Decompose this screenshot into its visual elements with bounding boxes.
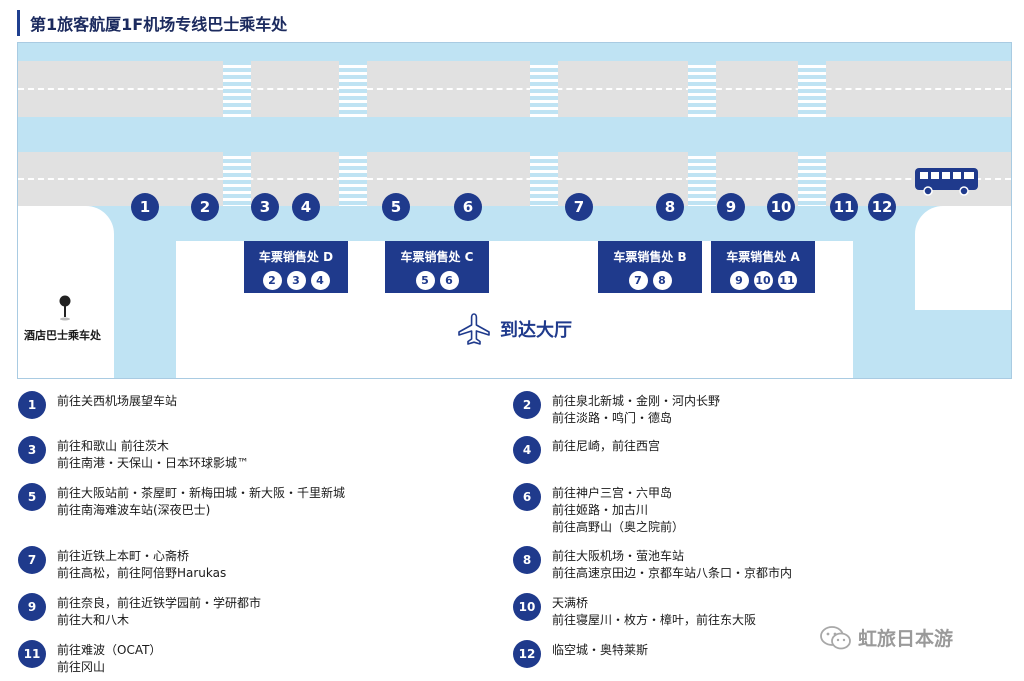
legend-line: 前往冈山: [57, 660, 106, 674]
bus-stop-marker: 12: [868, 193, 896, 221]
lane-divider-lower: [18, 178, 1011, 180]
ticket-office-c: 车票销售处 C 5 6: [385, 241, 489, 293]
ticket-office-label: 车票销售处 D: [258, 250, 334, 264]
crosswalk: [530, 61, 558, 117]
legend-line: 天满桥: [552, 596, 589, 610]
crosswalk: [688, 61, 716, 117]
title-accent-bar: [17, 10, 20, 36]
crosswalk: [223, 61, 251, 117]
legend-line: 临空城・奥特莱斯: [552, 643, 649, 657]
right-area: [915, 206, 1011, 310]
bus-stop-marker: 5: [382, 193, 410, 221]
left-area: [18, 206, 114, 378]
bus-stop-marker: 6: [454, 193, 482, 221]
legend-line: 前往泉北新城・金刚・河内长野: [552, 394, 721, 408]
legend-line: 前往大和八木: [57, 613, 130, 627]
legend-line: 前往近铁上本町・心斋桥: [57, 549, 190, 563]
bus-stop-marker: 10: [767, 193, 795, 221]
ticket-office-stop: 8: [652, 271, 672, 290]
legend-number: 6: [513, 483, 541, 511]
bus-stop-marker: 3: [251, 193, 279, 221]
legend-number: 7: [18, 546, 46, 574]
arrival-hall: 到达大厅: [456, 311, 572, 347]
legend-number: 11: [18, 640, 46, 668]
legend-line: 前往大阪机场・萤池车站: [552, 549, 685, 563]
bus-stop-marker: 8: [656, 193, 684, 221]
hotel-bus-label: 酒店巴士乘车处: [24, 329, 101, 342]
ticket-office-label: 车票销售处 B: [613, 250, 687, 264]
legend-line: 前往神户三宫・六甲岛: [552, 486, 673, 500]
legend-line: 前往南港・天保山・日本环球影城™: [57, 456, 250, 470]
legend-number: 4: [513, 436, 541, 464]
legend-line: 前往姬路・加古川: [552, 503, 649, 517]
legend-number: 8: [513, 546, 541, 574]
bus-stop-marker: 7: [565, 193, 593, 221]
legend-number: 1: [18, 391, 46, 419]
ticket-office-b: 车票销售处 B 7 8: [598, 241, 702, 293]
watermark: 虹旅日本游: [820, 624, 953, 651]
legend-line: 前往难波（OCAT）: [57, 643, 162, 657]
arrival-hall-label: 到达大厅: [500, 320, 572, 341]
crosswalk: [798, 152, 826, 206]
legend-number: 5: [18, 483, 46, 511]
crosswalk: [688, 152, 716, 206]
legend-number: 2: [513, 391, 541, 419]
legend-number: 3: [18, 436, 46, 464]
bus-stop-marker: 9: [717, 193, 745, 221]
crosswalk: [798, 61, 826, 117]
legend-line: 前往高松，前往阿倍野Harukas: [57, 566, 227, 580]
ticket-office-stop: 3: [286, 271, 306, 290]
legend-line: 前往高速京田边・京都车站八条口・京都市内: [552, 566, 793, 580]
crosswalk: [223, 152, 251, 206]
watermark-text: 虹旅日本游: [858, 628, 954, 650]
ticket-office-stop: 10: [753, 271, 773, 290]
legend-line: 前往奈良，前往近铁学园前・学研都市: [57, 596, 262, 610]
bus-stop-marker: 2: [191, 193, 219, 221]
ticket-office-stop: 7: [628, 271, 648, 290]
legend-number: 10: [513, 593, 541, 621]
page-title: 第1旅客航厦1F机场专线巴士乘车处: [30, 15, 288, 34]
legend-line: 前往高野山（奥之院前）: [552, 520, 685, 534]
ticket-office-stop: 4: [310, 271, 330, 290]
crosswalk: [530, 152, 558, 206]
airplane-icon: [458, 313, 490, 345]
ticket-office-stop: 11: [777, 271, 797, 290]
location-pin-icon: [59, 295, 71, 321]
legend-line: 前往大阪站前・茶屋町・新梅田城・新大阪・千里新城: [57, 486, 346, 500]
crosswalk: [339, 61, 367, 117]
ticket-office-stop: 9: [729, 271, 749, 290]
ticket-office-stop: 6: [439, 271, 459, 290]
bus-stop-marker: 1: [131, 193, 159, 221]
legend-line: 前往尼崎，前往西宫: [552, 439, 661, 453]
bus-stop-marker: 11: [830, 193, 858, 221]
bus-stop-marker: 4: [292, 193, 320, 221]
ticket-office-a: 车票销售处 A 9 10 11: [711, 241, 815, 293]
crosswalk: [339, 152, 367, 206]
legend-number: 9: [18, 593, 46, 621]
ticket-office-d: 车票销售处 D 2 3 4: [244, 241, 348, 293]
ticket-office-stop: 2: [262, 271, 282, 290]
legend-number: 12: [513, 640, 541, 668]
legend-line: 前往南海难波车站(深夜巴士): [57, 503, 211, 517]
legend-line: 前往关西机场展望车站: [57, 394, 178, 408]
wechat-icon: [820, 625, 851, 649]
lane-divider-upper: [18, 88, 1011, 90]
bus-icon: [915, 168, 978, 196]
legend-line: 前往和歌山 前往茨木: [57, 439, 169, 453]
ticket-office-label: 车票销售处 C: [400, 250, 474, 264]
legend-line: 前往寝屋川・枚方・樟叶，前往东大阪: [552, 613, 757, 627]
legend-line: 前往淡路・鸣门・德岛: [552, 411, 673, 425]
ticket-office-stop: 5: [415, 271, 435, 290]
bus-stop-map: 1 2 3 4 5 6 7 8 9 10 11 12 车票销售处 D 2 3 4…: [17, 42, 1012, 379]
ticket-office-label: 车票销售处 A: [726, 250, 800, 264]
